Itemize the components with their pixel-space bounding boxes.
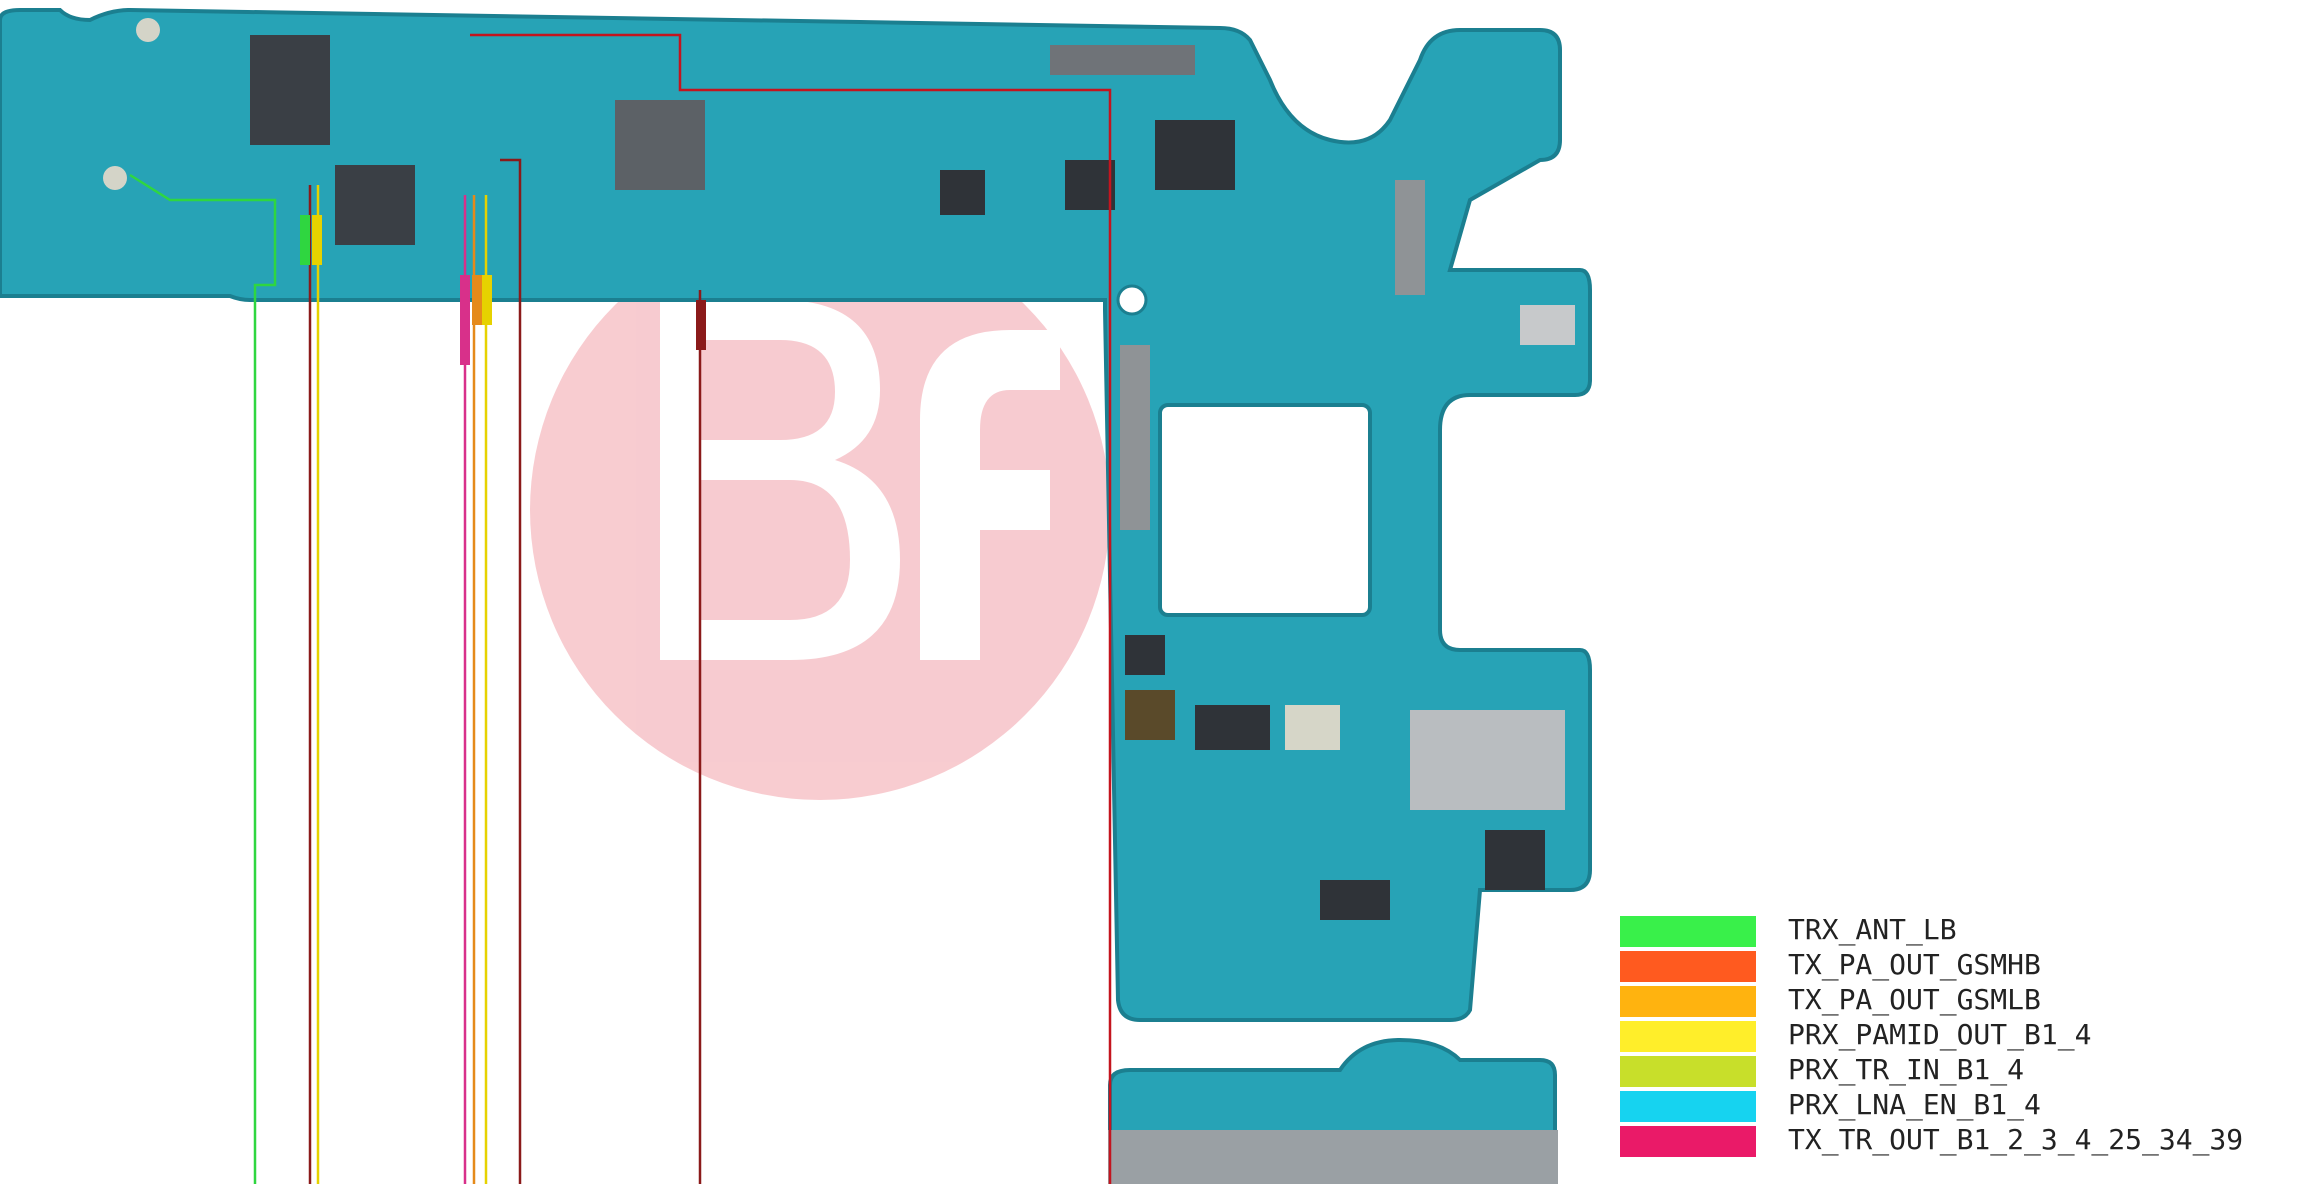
signal-trace [470,33,1112,1184]
trace-marker [696,300,706,350]
legend-label: PRX_PAMID_OUT_B1_4 [1788,1018,2092,1051]
legend-swatch [1620,1021,1756,1052]
legend-label: PRX_TR_IN_B1_4 [1788,1053,2025,1086]
legend-label: TX_PA_OUT_GSMHB [1788,948,2041,981]
legend-swatch [1620,916,1756,947]
board-components [103,18,1575,920]
legend-label: TX_TR_OUT_B1_2_3_4_25_34_39 [1788,1123,2244,1156]
trace-marker [300,215,310,265]
legend-label: TX_PA_OUT_GSMLB [1788,983,2041,1016]
legend-swatch [1620,951,1756,982]
legend-item: PRX_PAMID_OUT_B1_4 [1620,1018,2280,1054]
legend-item: TRX_ANT_LB [1620,913,2280,949]
legend-item: TX_PA_OUT_GSMHB [1620,948,2280,984]
legend-swatch [1620,1056,1756,1087]
legend-swatch [1620,986,1756,1017]
signal-trace [500,158,522,1184]
trace-marker [312,215,322,265]
trace-marker [472,275,482,325]
pcb-board [0,7,1592,1186]
legend-swatch [1620,1091,1756,1122]
legend-label: TRX_ANT_LB [1788,913,1957,946]
legend-item: PRX_TR_IN_B1_4 [1620,1053,2280,1089]
signal-traces [129,33,1112,1184]
legend-swatch [1620,1126,1756,1157]
signal-trace [129,173,277,1184]
legend-item: PRX_LNA_EN_B1_4 [1620,1088,2280,1124]
trace-marker [460,275,470,365]
legend-item: TX_TR_OUT_B1_2_3_4_25_34_39 [1620,1123,2280,1159]
trace-marker [482,275,492,325]
legend-item: TX_PA_OUT_GSMLB [1620,983,2280,1019]
watermark-logo [530,220,1110,800]
legend-label: PRX_LNA_EN_B1_4 [1788,1088,2041,1121]
